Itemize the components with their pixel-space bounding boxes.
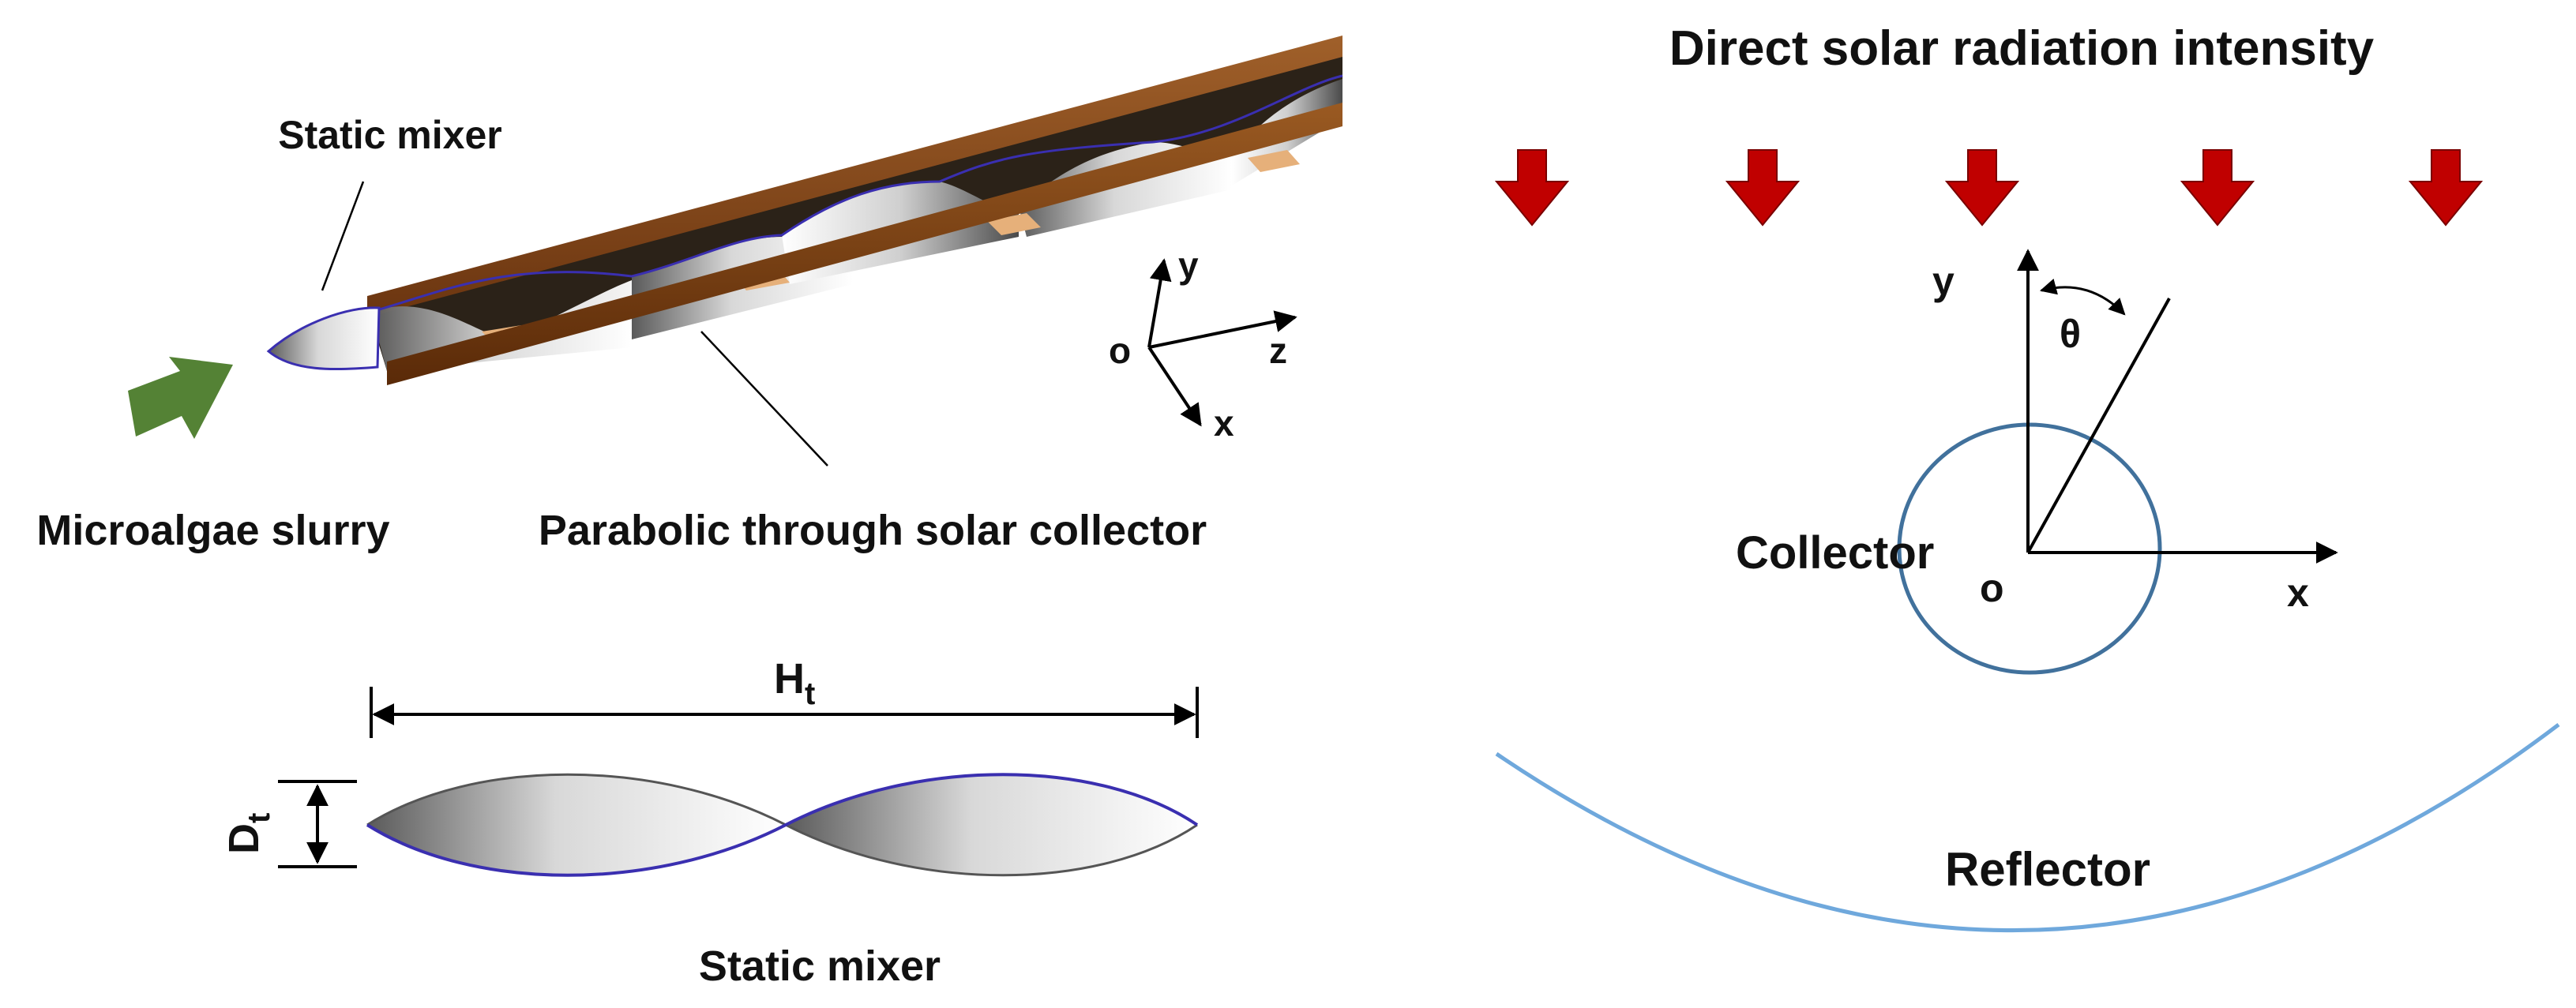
static-mixer-dimension-figure: Ht Dt Static mixer (220, 655, 1199, 990)
theta-label: θ (2060, 312, 2081, 356)
radiation-title: Direct solar radiation intensity (1669, 21, 2375, 76)
mixer-inlet-tip (266, 306, 381, 371)
collector-tube-illustration (266, 36, 1343, 467)
collector-label: Collector (1736, 527, 1934, 579)
solar-arrow-icon (1725, 149, 1801, 227)
triad-origin-label: o (1109, 330, 1131, 371)
triad-y-label: y (1178, 245, 1199, 286)
triad-z-label: z (1269, 330, 1287, 371)
triad-z-axis (1148, 310, 1297, 349)
triad-x-label: x (1214, 403, 1234, 444)
inflow-arrow-icon (128, 357, 233, 439)
axis-y-label: y (1932, 259, 1955, 303)
solar-arrow-icon (2180, 149, 2255, 227)
angle-ray (2026, 298, 2171, 553)
solar-arrows (1494, 149, 2484, 227)
axis-x-label: x (2287, 571, 2309, 615)
solar-arrow-icon (1494, 149, 1570, 227)
triad-x-axis (1147, 346, 1202, 427)
tube-top-band (367, 36, 1342, 317)
origin-label: o (1980, 566, 2004, 610)
blade-segment-2 (786, 774, 1197, 875)
diameter-dimension-label: Dt (220, 813, 276, 854)
static-mixer-leader (321, 181, 365, 291)
collector-leader (700, 331, 828, 467)
theta-arc (2039, 278, 2126, 316)
coordinate-triad-3d: y z x o (1109, 245, 1297, 444)
reflector-arc (1495, 723, 2560, 933)
length-dimension-label: Ht (774, 655, 815, 711)
solar-arrow-icon (2408, 149, 2484, 227)
static-mixer-label: Static mixer (278, 113, 501, 157)
collector-tube-label: Parabolic through solar collector (539, 507, 1207, 554)
blade-segment-1 (367, 774, 786, 875)
twisted-blade (366, 773, 1199, 877)
tube-bottom-band (387, 103, 1342, 385)
static-mixer-caption: Static mixer (699, 942, 941, 990)
triad-y-axis (1147, 258, 1172, 348)
microalgae-slurry-label: Microalgae slurry (36, 507, 389, 554)
solar-arrow-icon (1944, 149, 2020, 227)
reflector-label: Reflector (1945, 843, 2150, 896)
